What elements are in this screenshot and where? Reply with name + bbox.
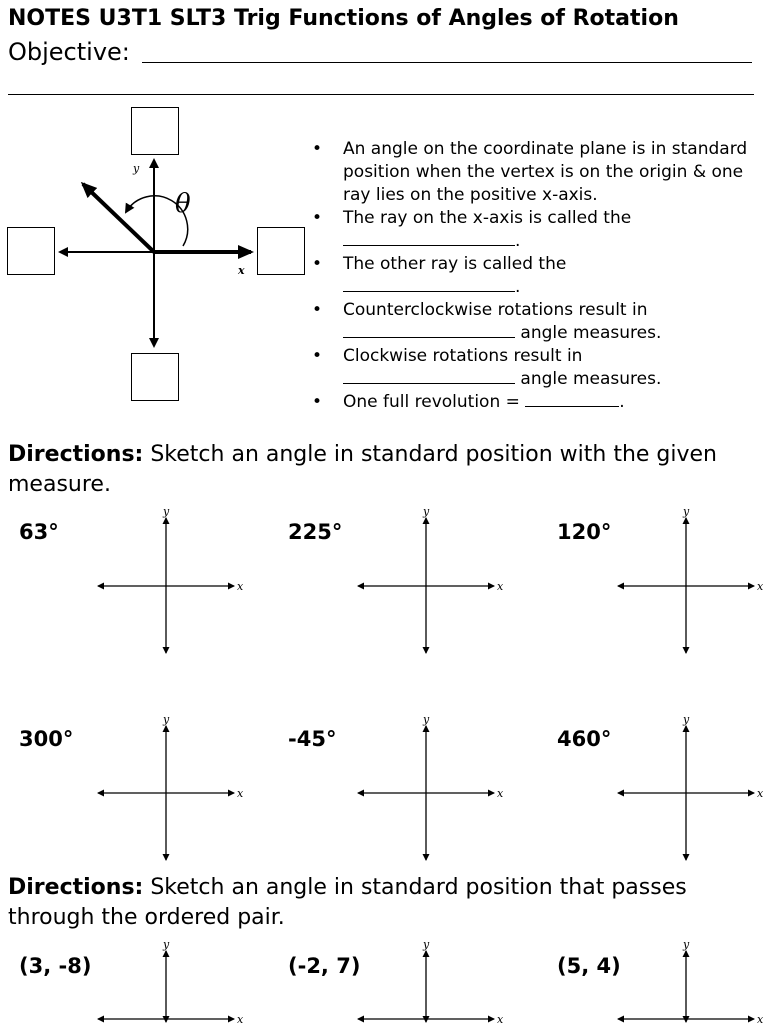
sketch-coordinate-axes[interactable]: x y <box>96 937 252 1024</box>
sketch-x-label: x <box>757 1013 764 1024</box>
sketch-y-label: y <box>162 938 170 951</box>
angle-measure-label: -45° <box>288 727 337 751</box>
sketch-y-label: y <box>422 713 430 726</box>
bullet-text: An angle on the coordinate plane is in s… <box>343 139 748 205</box>
rotation-arc <box>124 195 189 247</box>
fill-in-blank[interactable] <box>343 322 515 338</box>
bullet-text: The other ray is called the <box>343 254 567 274</box>
sketch-coordinate-axes[interactable]: x y <box>616 504 768 654</box>
page-title: NOTES U3T1 SLT3 Trig Functions of Angles… <box>8 6 679 31</box>
fill-in-blank[interactable] <box>343 276 515 292</box>
angle-diagram: y x θ <box>58 158 254 348</box>
sketch-coordinate-axes[interactable]: x y <box>356 937 512 1024</box>
bullet-initial-side: The ray on the x-axis is called the . <box>312 207 764 253</box>
bullet-text: One full revolution = <box>343 392 520 412</box>
sketch-x-label: x <box>497 580 504 593</box>
ordered-pair-label: (5, 4) <box>557 954 621 978</box>
sketch-y-label: y <box>682 938 690 951</box>
sketch-coordinate-axes[interactable]: x y <box>616 712 768 861</box>
answer-box-bottom[interactable] <box>131 353 179 401</box>
sketch-x-label: x <box>757 787 764 800</box>
ordered-pair-label: (3, -8) <box>19 954 92 978</box>
objective-label: Objective: <box>8 38 130 66</box>
bullet-text: Counterclockwise rotations result in <box>343 300 648 320</box>
directions-measure: Directions: Sketch an angle in standard … <box>8 440 760 500</box>
sketch-y-label: y <box>422 938 430 951</box>
bullet-clockwise: Clockwise rotations result in angle meas… <box>312 345 764 391</box>
bullet-terminal-side: The other ray is called the . <box>312 253 764 299</box>
objective-answer-line-2[interactable] <box>8 94 754 95</box>
diagram-y-label: y <box>132 162 140 175</box>
sketch-y-label: y <box>162 713 170 726</box>
objective-answer-line[interactable] <box>142 62 752 63</box>
directions-text: Sketch an angle in standard position wit… <box>8 442 718 497</box>
sketch-y-label: y <box>682 713 690 726</box>
directions-heading: Directions: <box>8 875 144 900</box>
bullet-text: The ray on the x-axis is called the <box>343 208 632 228</box>
fill-in-blank[interactable] <box>343 230 515 246</box>
fill-in-blank[interactable] <box>343 368 515 384</box>
theta-label: θ <box>175 189 191 219</box>
sketch-x-label: x <box>237 580 244 593</box>
bullet-text: Clockwise rotations result in <box>343 346 583 366</box>
bullet-counterclockwise: Counterclockwise rotations result in ang… <box>312 299 764 345</box>
angle-measure-label: 300° <box>19 727 74 751</box>
answer-box-left[interactable] <box>7 227 55 275</box>
sketch-x-label: x <box>237 1013 244 1024</box>
diagram-x-label: x <box>237 264 245 277</box>
sketch-coordinate-axes[interactable]: x y <box>96 504 252 654</box>
sketch-coordinate-axes[interactable]: x y <box>96 712 252 861</box>
angle-measure-label: 460° <box>557 727 612 751</box>
sketch-y-label: y <box>162 505 170 518</box>
bullet-text: . <box>515 231 521 251</box>
directions-text: Sketch an angle in standard position tha… <box>8 875 687 930</box>
bullet-standard-position: An angle on the coordinate plane is in s… <box>312 138 764 207</box>
sketch-coordinate-axes[interactable]: x y <box>356 504 512 654</box>
ordered-pair-label: (-2, 7) <box>288 954 361 978</box>
answer-box-top[interactable] <box>131 107 179 155</box>
angle-measure-label: 225° <box>288 520 343 544</box>
bullet-text: . <box>515 277 521 297</box>
directions-heading: Directions: <box>8 442 144 467</box>
sketch-x-label: x <box>497 787 504 800</box>
sketch-x-label: x <box>237 787 244 800</box>
directions-ordered-pair: Directions: Sketch an angle in standard … <box>8 873 760 933</box>
bullet-full-revolution: One full revolution = . <box>312 391 764 414</box>
sketch-x-label: x <box>497 1013 504 1024</box>
sketch-y-label: y <box>422 505 430 518</box>
angle-measure-label: 120° <box>557 520 612 544</box>
angle-measure-label: 63° <box>19 520 59 544</box>
terminal-side-ray <box>80 181 156 254</box>
fill-in-blank[interactable] <box>525 391 620 407</box>
answer-box-right[interactable] <box>257 227 305 275</box>
notes-list: An angle on the coordinate plane is in s… <box>312 138 764 414</box>
bullet-text: . <box>619 392 625 412</box>
sketch-x-label: x <box>757 580 764 593</box>
sketch-coordinate-axes[interactable]: x y <box>356 712 512 861</box>
bullet-text: angle measures. <box>520 369 662 389</box>
sketch-coordinate-axes[interactable]: x y <box>616 937 768 1024</box>
bullet-text: angle measures. <box>520 323 662 343</box>
sketch-y-label: y <box>682 505 690 518</box>
